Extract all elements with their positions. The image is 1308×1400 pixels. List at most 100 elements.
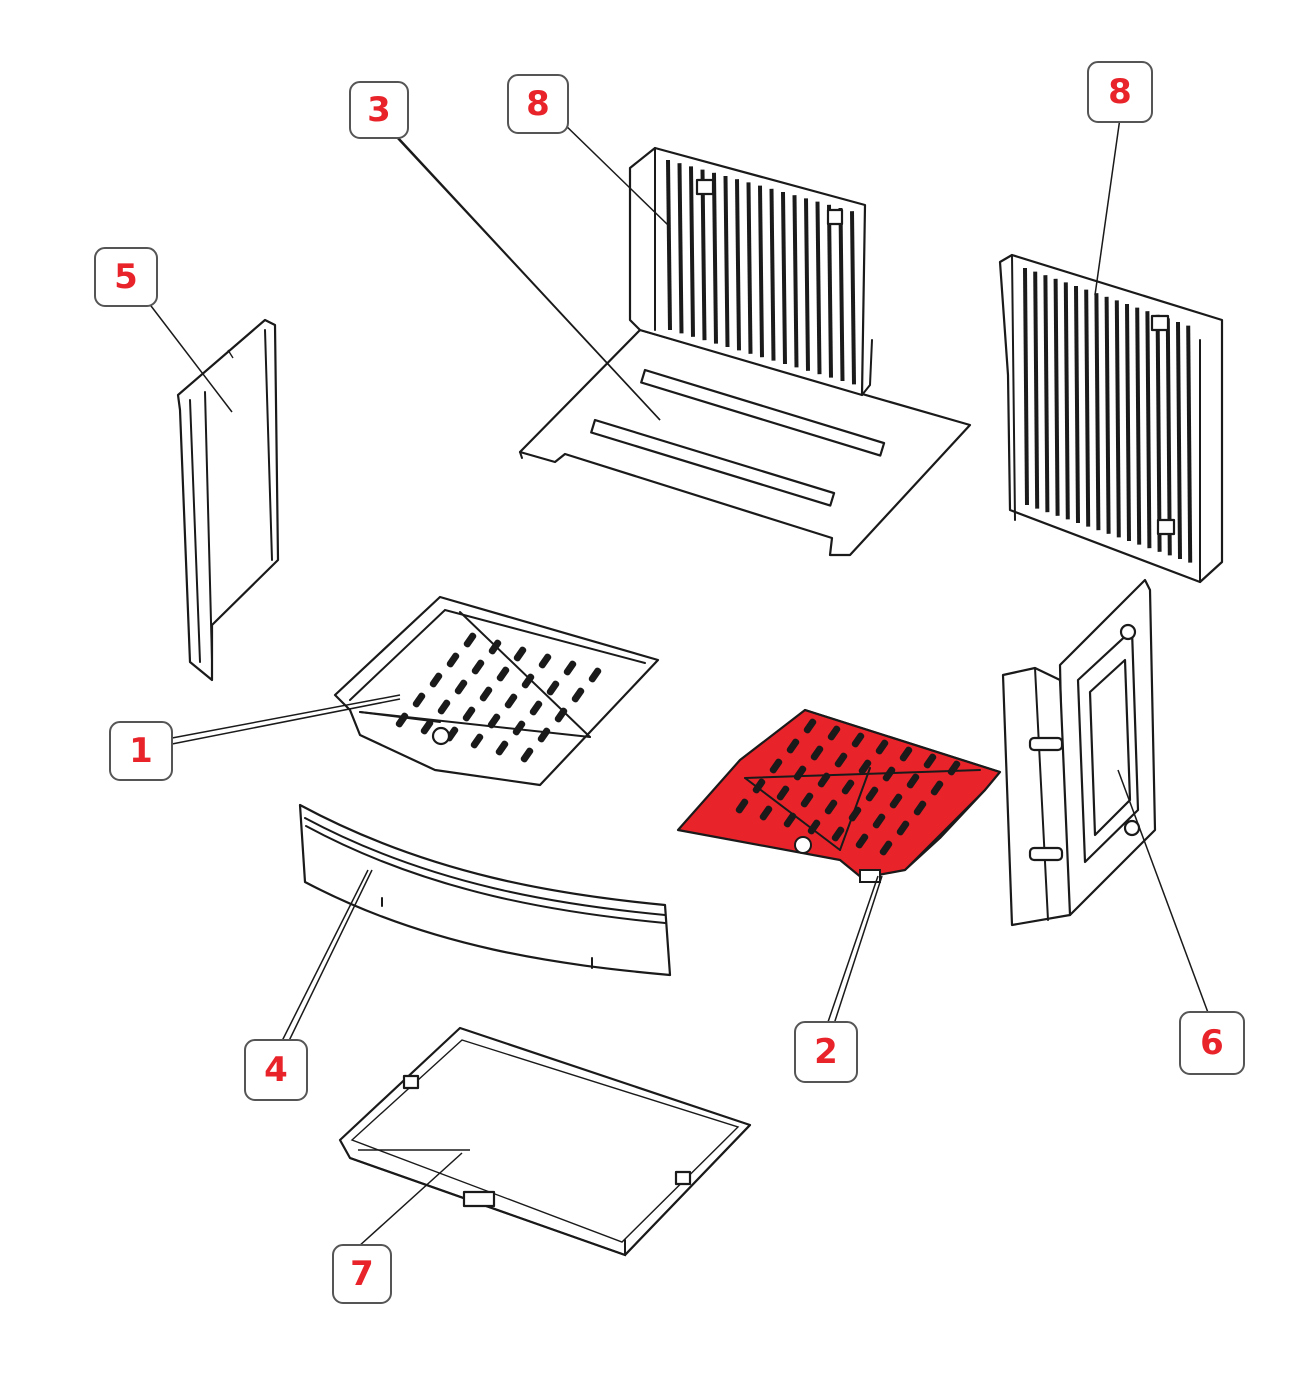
grate-bar: [1023, 267, 1029, 506]
tray-slot: [889, 793, 903, 809]
tray-slot: [865, 786, 879, 802]
tray-slot: [735, 798, 749, 814]
tray-slot: [851, 732, 865, 748]
tray-slot: [807, 819, 821, 835]
leader-5: [147, 301, 233, 413]
leader-4: [279, 869, 369, 1046]
tray-slot: [412, 692, 426, 708]
grate-bar: [792, 195, 799, 368]
tray-slot: [827, 725, 841, 741]
callout-8-left: 8: [507, 74, 569, 134]
tray-slot: [759, 805, 773, 821]
leader-8-left: [559, 119, 669, 226]
grate-bar: [1135, 307, 1142, 545]
tray-slot: [848, 806, 862, 822]
tray-slot: [899, 746, 913, 762]
tray-slot: [454, 679, 468, 695]
part-ash-pan: [338, 1026, 752, 1257]
callout-6-label: 6: [1200, 1023, 1224, 1063]
callout-3: 3: [349, 81, 409, 139]
grate-bar: [827, 204, 833, 378]
grate-bar: [666, 159, 672, 331]
callout-7: 7: [332, 1244, 392, 1304]
leader-2: [827, 875, 879, 1023]
grate-bar: [1114, 300, 1121, 538]
tray-slot: [429, 672, 443, 688]
leader-6: [1117, 769, 1211, 1019]
tray-slot: [855, 833, 869, 849]
tray-slot: [520, 747, 534, 763]
grate-bar: [689, 166, 695, 337]
grate-bar: [804, 198, 810, 371]
tray-slot: [462, 706, 476, 722]
tray-slot: [479, 686, 493, 702]
tray-slot: [879, 840, 893, 856]
grate-bar: [1053, 278, 1060, 516]
tray-slot: [913, 800, 927, 816]
tray-slot: [831, 826, 845, 842]
leader-4b: [285, 869, 373, 1048]
tray-slot: [420, 719, 434, 735]
callout-4-label: 4: [264, 1050, 288, 1090]
grate-bar: [758, 185, 764, 358]
grate-bar: [735, 179, 741, 351]
tray-slot: [800, 792, 814, 808]
callout-1: 1: [109, 721, 173, 781]
tray-slot: [858, 759, 872, 775]
tray-slot: [875, 739, 889, 755]
tray-slot: [824, 799, 838, 815]
callout-2: 2: [794, 1021, 858, 1083]
leader-lines: [147, 117, 1211, 1248]
part-back-grate-panel: [628, 146, 873, 397]
grate-bar: [677, 163, 684, 334]
tray-slot: [470, 733, 484, 749]
callout-8-right-label: 8: [1108, 72, 1132, 112]
grate-bar: [1084, 289, 1091, 527]
tray-slot: [446, 652, 460, 668]
tray-slot: [395, 712, 409, 728]
grate-bar: [1074, 285, 1080, 524]
tray-slot: [588, 667, 602, 683]
tray-slot: [538, 653, 552, 669]
tray-slot: [947, 760, 961, 776]
callout-8-right: 8: [1087, 61, 1153, 123]
grate-bar: [723, 175, 730, 348]
callout-8-left-label: 8: [526, 84, 550, 124]
tray-slot: [841, 779, 855, 795]
grate-bar: [1063, 282, 1070, 520]
tray-slot: [496, 666, 510, 682]
tray-slot: [463, 632, 477, 648]
callout-2-label: 2: [814, 1032, 838, 1072]
tray-slot: [437, 699, 451, 715]
tray-slot: [793, 765, 807, 781]
tray-slot: [554, 707, 568, 723]
leader-1: [171, 694, 401, 739]
tray-slot: [471, 659, 485, 675]
callout-3-label: 3: [367, 90, 391, 130]
tray-slot: [563, 660, 577, 676]
grate-bar: [1125, 303, 1131, 542]
tray-slot: [504, 693, 518, 709]
callout-5: 5: [94, 247, 158, 307]
tray-slot: [930, 780, 944, 796]
tray-slot: [803, 718, 817, 734]
grate-bar: [769, 188, 776, 361]
grate-bar: [1145, 311, 1152, 549]
tray-slot: [776, 785, 790, 801]
leader-7b: [357, 1152, 463, 1248]
tray-slot: [488, 639, 502, 655]
tray-slot: [872, 813, 886, 829]
callout-7-label: 7: [350, 1254, 374, 1294]
callout-6: 6: [1179, 1011, 1245, 1075]
tray-slot: [512, 720, 526, 736]
grate-bar: [781, 191, 787, 365]
part-perforated-grate-tray: [333, 595, 660, 787]
grate-bar: [1033, 271, 1040, 509]
part-door-frame: [1001, 578, 1157, 927]
grate-bar: [850, 211, 856, 385]
leader-8-right: [1094, 117, 1121, 296]
grate-bar: [1176, 321, 1182, 560]
leader-3b: [385, 125, 661, 421]
grate-bar: [712, 172, 718, 344]
tray-slot: [834, 752, 848, 768]
